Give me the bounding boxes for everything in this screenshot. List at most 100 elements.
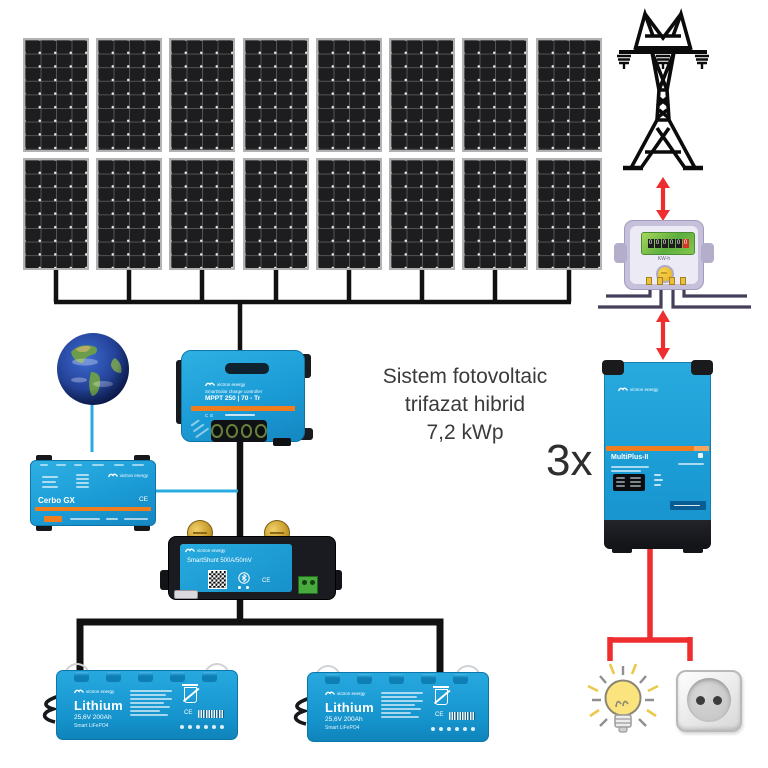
power-outlet-icon	[676, 670, 742, 732]
solar-panel	[169, 158, 235, 270]
outlet-recess	[687, 678, 731, 722]
battery-cap	[202, 672, 217, 682]
cerbo-mount-tab	[36, 522, 52, 531]
qr-code	[208, 570, 227, 589]
battery-cap	[357, 674, 372, 684]
smartshunt: victron energy SmartShunt 500A/50mV CE	[160, 518, 342, 600]
battery-lithium: victron energy Lithium 25,6V 200Ah Smart…	[42, 663, 238, 740]
solar-panel	[389, 38, 455, 152]
cert-icon	[212, 725, 216, 729]
solar-panel	[23, 158, 89, 270]
inverter-multiplus: victron energy MultiPlus-II	[602, 360, 713, 553]
cerbo-orange-stripe	[35, 507, 151, 511]
mppt-terminal	[225, 424, 238, 438]
comm-wires	[90, 404, 238, 493]
outlet-hole	[696, 696, 705, 705]
battery-barcode	[198, 710, 224, 718]
battery-cable	[42, 693, 63, 724]
meter-mount-tab	[701, 243, 714, 263]
solar-panel	[462, 158, 528, 270]
mppt-gland	[273, 438, 291, 446]
cerbo-gx: victron energy Cerbo GX CE	[30, 455, 156, 531]
transmission-tower-icon	[617, 8, 709, 171]
mppt-terminal-block	[211, 420, 267, 442]
battery-spec-label: 25,6V 200Ah	[74, 714, 112, 721]
battery-spec-label: 25,6V 200Ah	[325, 716, 363, 723]
cert-icon	[204, 725, 208, 729]
inverter-corner-bracket	[691, 360, 713, 375]
title-line-3: 7,2 kWp	[426, 421, 504, 444]
cert-icon	[196, 725, 200, 729]
cerbo-model-label: Cerbo GX	[38, 496, 75, 505]
meter-digit: 0	[661, 239, 668, 248]
battery-cap	[138, 672, 153, 682]
battery-cap	[421, 674, 436, 684]
mppt-vent	[225, 363, 269, 374]
cerbo-orange-chip	[44, 516, 62, 522]
outlet-hole	[713, 696, 722, 705]
meter-digit: 0	[647, 239, 654, 248]
solar-panel	[462, 38, 528, 152]
meter-digit: 0	[668, 239, 675, 248]
battery-cable	[293, 695, 314, 726]
cert-icon	[431, 727, 435, 731]
mppt-terminal	[240, 424, 253, 438]
shunt-ce-mark: CE	[262, 578, 271, 584]
meter-face: 0 0 0 0 0 0 KW-h	[630, 226, 698, 284]
battery-lithium: victron energy Lithium 25,6V 200Ah Smart…	[293, 665, 489, 742]
weee-icon	[182, 684, 198, 703]
diagram-title: Sistem fotovoltaic trifazat hibrid 7,2 k…	[345, 363, 585, 447]
mppt-terminal	[255, 424, 267, 438]
victron-logo: victron energy	[185, 547, 225, 553]
inverter-foot	[683, 545, 703, 553]
mppt-bracket	[176, 360, 185, 424]
inverter-model-label: MultiPlus-II	[611, 454, 649, 461]
energy-meter: 0 0 0 0 0 0 KW-h	[614, 220, 714, 290]
battery-sub-label: Smart LiFePO4	[325, 725, 360, 731]
weee-icon	[433, 686, 449, 705]
solar-panel	[316, 38, 382, 152]
bluetooth-icon	[238, 572, 250, 584]
cert-icon	[463, 727, 467, 731]
solar-panel	[96, 38, 162, 152]
label-dot	[246, 586, 249, 589]
solar-panel	[243, 38, 309, 152]
title-line-2: trifazat hibrid	[404, 393, 526, 416]
battery-model-label: Lithium	[74, 698, 124, 713]
cert-icon	[188, 725, 192, 729]
mppt-charge-controller: victron energy SmartSolar charge control…	[176, 350, 313, 446]
cert-icon	[447, 727, 451, 731]
title-line-1: Sistem fotovoltaic	[382, 365, 548, 388]
mppt-terminal	[211, 424, 223, 438]
solar-panel	[243, 158, 309, 270]
solar-panel	[536, 158, 602, 270]
cerbo-mount-tab	[134, 455, 150, 464]
mppt-orange-stripe	[191, 406, 295, 411]
inverter-multiplier-label: 3x	[546, 436, 593, 485]
label-dot	[238, 586, 241, 589]
battery-barcode	[449, 712, 475, 720]
meter-mount-tab	[614, 243, 627, 263]
battery-cap	[453, 674, 468, 684]
battery-ce-mark: CE	[184, 710, 193, 716]
battery-ce-mark: CE	[435, 712, 444, 718]
cert-icon	[439, 727, 443, 731]
inverter-orange-stripe	[606, 446, 709, 451]
solar-panel	[316, 158, 382, 270]
bluetooth-chip	[698, 453, 703, 458]
battery-cap	[389, 674, 404, 684]
shunt-connector	[174, 590, 198, 599]
victron-logo: victron energy	[107, 472, 148, 478]
inverter-bottom-band	[604, 520, 711, 553]
meter-display: 0 0 0 0 0 0	[641, 232, 695, 255]
grid-arrows	[656, 177, 670, 360]
meter-unit-label: KW-h	[657, 256, 671, 262]
cerbo-mount-tab	[134, 522, 150, 531]
solar-panel	[389, 158, 455, 270]
battery-cap	[106, 672, 121, 682]
cerbo-body	[30, 460, 156, 526]
inverter-serial-label	[670, 501, 706, 510]
mppt-cert-marks: CE	[205, 413, 216, 418]
solar-panel	[169, 38, 235, 152]
